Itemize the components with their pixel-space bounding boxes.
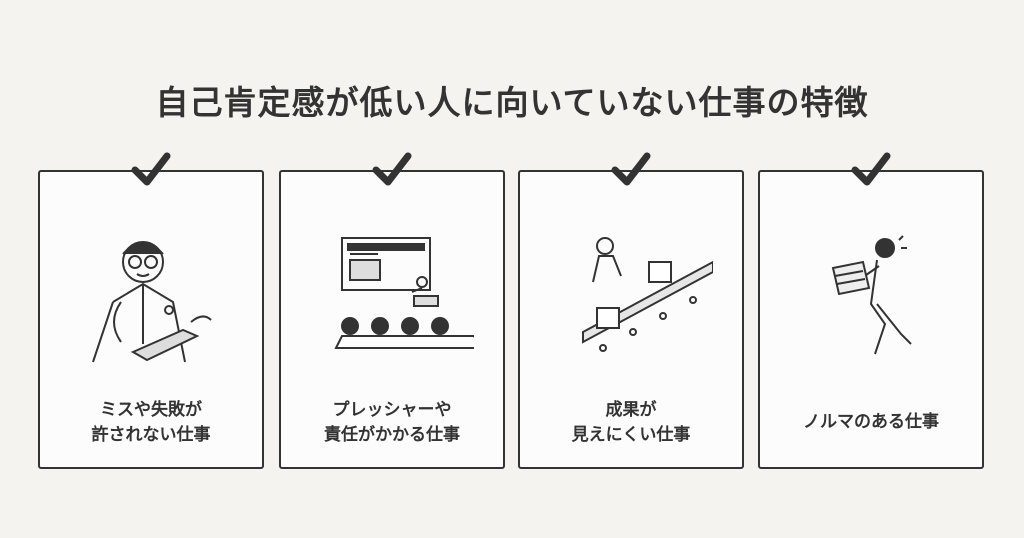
doctor-illustration <box>92 241 212 363</box>
busy-worker-illustration <box>831 235 912 355</box>
checkmark-icon <box>851 152 891 186</box>
conveyor-belt-illustration <box>582 237 713 352</box>
card-label: ミスや失敗が許されない仕事 <box>91 400 211 445</box>
checkmark-icon <box>131 152 171 186</box>
card-no-mistakes-allowed: ミスや失敗が許されない仕事 <box>38 152 264 469</box>
card-label: 成果が見えにくい仕事 <box>571 400 691 445</box>
presentation-illustration <box>334 237 474 349</box>
card-label: ノルマのある仕事 <box>803 412 939 432</box>
checkmark-icon <box>372 152 412 186</box>
card-results-hard-to-see: 成果が見えにくい仕事 <box>518 152 744 469</box>
card-quota-work: ノルマのある仕事 <box>758 152 984 469</box>
card-pressure-responsibility: プレッシャーや責任がかかる仕事 <box>279 152 505 469</box>
page-title: 自己肯定感が低い人に向いていない仕事の特徴 <box>155 83 869 122</box>
checkmark-icon <box>611 152 651 186</box>
card-label: プレッシャーや責任がかかる仕事 <box>324 400 460 445</box>
